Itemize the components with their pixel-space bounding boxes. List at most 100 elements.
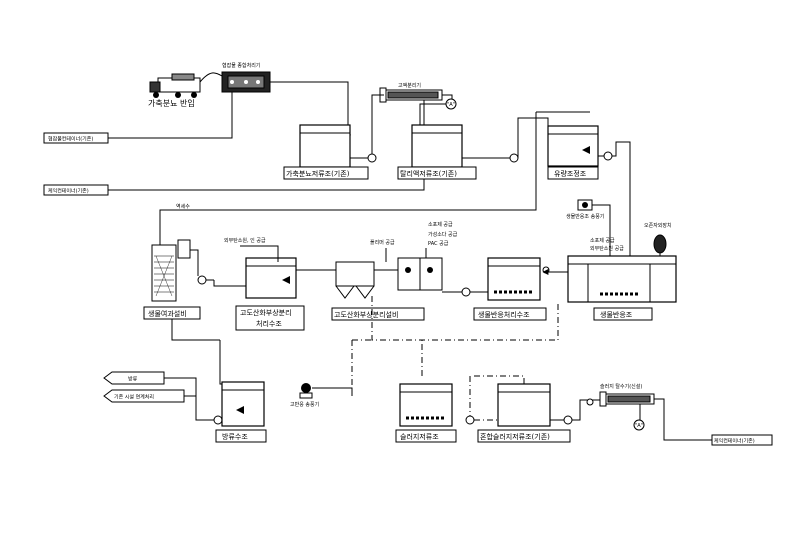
dewatering-icon [599,391,655,407]
biofilter-to-discharge [219,340,234,385]
sludge-storage-label: 슬러지저류조 [400,432,439,441]
ozone-generator-label: 오존자외장치 [644,222,672,229]
bio-treated-tank [487,257,541,301]
cake-container-1-box [43,184,109,196]
bio-blower-label: 생물반응조 송풍기 [566,213,604,220]
screen-container-line [47,92,233,141]
bio-oxidant-label: 소포제 공급 [590,237,615,244]
liquid-pump-icon [509,153,519,163]
bio-blower-icon [577,199,593,211]
dewater-to-cake [663,418,714,441]
return-liquid-line [159,112,537,248]
sludge-blower-line [312,387,353,396]
equalization-tank [547,125,599,167]
sludge-blower-icon [299,383,313,399]
machine-to-storage-line [270,81,351,141]
bio-treated-label: 생물반응처리수조 [478,310,530,319]
ao-equipment-label: 고도산화부상분리설비 [334,310,398,319]
biofilter-pump-icon [197,275,207,285]
external-carbon-label: 외부탄소원, 인 공급 [224,237,266,244]
discharge-tank [221,381,265,427]
bio-carbon-label: 외부탄소원 공급 [590,245,624,252]
sludge-branch [421,340,471,416]
discharge-pump-icon [213,415,223,425]
bio-reactor-label: 생물반응조 [600,310,633,319]
equalization-mixer [582,146,590,154]
ao-water-box [235,305,305,331]
ao-water-mixer [282,276,290,284]
biofilter-pump-line [190,249,214,281]
ao-water-label-1: 고도산화부상분리 [240,308,292,317]
solid-machine-label: 협잡물 종합처리기 [222,62,260,69]
bio-reactor-box [593,307,653,321]
caustic-label: 가성소다 공급 [428,231,458,238]
pac-label: PAC 공급 [428,241,449,247]
equalization-box [547,166,599,180]
separator-to-raw-pump [371,94,384,158]
discharge-lines [164,377,214,421]
screen-container-label: 협잡물컨테이너(기존) [48,136,93,143]
mixed-sludge-tank [497,383,551,427]
cake-container-2-box [711,434,773,446]
ao-water-label-2: 처리수조 [256,319,282,328]
solid-separator-icon [379,87,443,103]
pump-a-icon-2 [633,419,645,431]
biofilter-out [171,319,220,341]
sludge-storage-tank [399,383,453,427]
sludge-storage-box [395,429,457,443]
liquid-storage-tank [411,124,463,168]
dewater-lines [639,398,665,420]
screen-machine-icon [221,71,271,93]
ozone-generator-icon [653,234,667,254]
biofilter-icon [151,239,191,302]
truck-hose [199,72,223,83]
external-carbon-line [240,245,279,262]
raw-storage-pump-icon [367,153,377,163]
ao-pump-icon [461,287,471,297]
mixed-sludge-pump-icon [563,415,573,425]
mixed-sludge-box [477,429,571,443]
bio-treated-box [473,307,547,321]
discharge-label: 방류 [128,376,138,383]
oxidant-label: 소포제 공급 [428,221,453,228]
sludge-pump-icon [465,415,475,425]
equalization-to-reactor [598,141,631,290]
ao-equipment-box [331,307,425,321]
liquid-pump-up [517,117,549,158]
raw-storage-tank [299,124,351,168]
screen-container-box [43,132,109,144]
pump-a-label-1: "A" [447,102,455,108]
ao-water-inlet [213,280,246,287]
equalization-label: 유량조정조 [554,169,587,178]
sludge-return-line [351,296,559,396]
sludge-blower-label: 고반응 송풍기 [290,401,319,408]
dewater-valve-icon [586,398,594,406]
discharge-tank-box [215,429,267,443]
biofilter-label: 생물여과설비 [148,309,187,318]
polymer-label: 폴리머 공급 [370,239,395,246]
liquid-storage-label: 탈리액저류조(기존) [400,169,457,178]
ao-equipment-icon [335,257,443,299]
cake-container-1-label: 케익컨테이너(기존) [48,188,89,195]
to-mixed-sludge [474,375,525,421]
raw-storage-label: 가축분뇨저류조(기존) [286,169,350,178]
discharge-tank-label: 방류수조 [222,432,248,441]
dewatering-label: 슬러지 탈수기(신설) [600,383,642,390]
solid-separator-label: 고액분리기 [398,82,421,89]
mixed-sludge-label: 혼합슬러지저류조(기존) [480,432,550,441]
cake-container-2-label: 케익컨테이너(기존) [714,438,755,445]
livestock-input-label: 가축분뇨 반입 [148,99,195,108]
pump-a-label-2: "A" [635,423,643,429]
liquid-storage-box [397,166,477,180]
equalization-pump-icon [603,151,613,161]
raw-storage-box [283,166,369,180]
chemical-lines [385,248,427,262]
return-liquid-label: 역세수 [176,203,190,210]
discharge-mixer [236,406,244,414]
existing-link-label: 기존 시설 연계처리 [114,394,154,401]
mixed-to-dewater [550,399,604,421]
pump-a-icon-1 [445,98,457,110]
truck-icon [149,73,201,98]
